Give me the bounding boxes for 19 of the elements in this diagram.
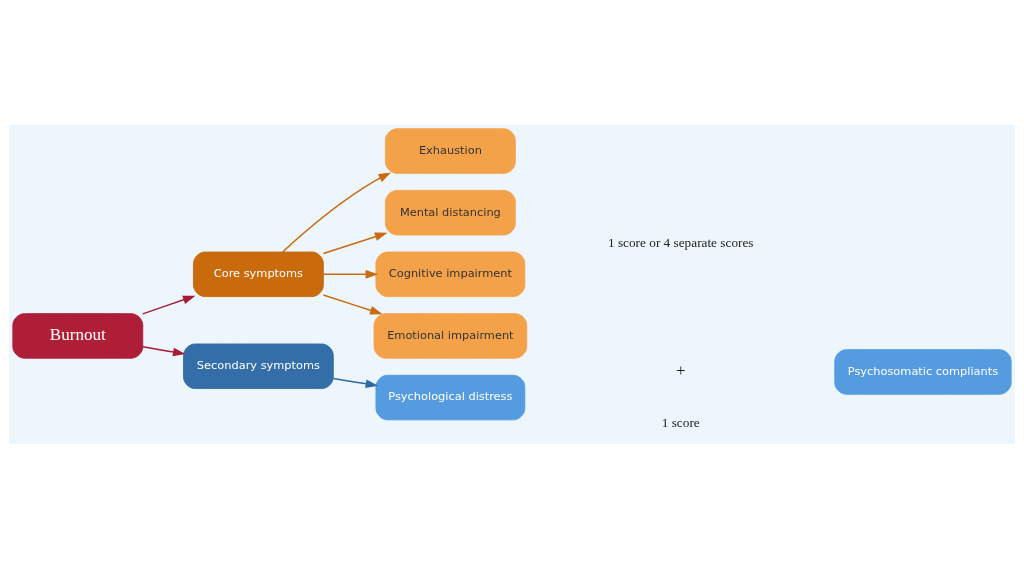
arrow xyxy=(142,346,186,357)
arrow xyxy=(322,294,383,315)
label: + xyxy=(675,361,686,381)
arrow xyxy=(322,232,388,255)
node-box: Burnout xyxy=(12,313,144,359)
label: 1 score or 4 separate scores xyxy=(607,235,754,251)
arrow xyxy=(322,269,379,279)
arrow xyxy=(282,172,392,253)
node-box: Secondary symptoms xyxy=(183,343,334,389)
arrow xyxy=(332,377,379,389)
node-box: Cognitive impairment xyxy=(375,251,526,298)
node-box: Mental distancing xyxy=(384,189,516,236)
arrow xyxy=(142,295,196,315)
label: 1 score xyxy=(661,414,700,430)
node-box: Core symptoms xyxy=(193,251,324,298)
node-box: Psychosomatic compliants xyxy=(834,349,1012,395)
node-box: Emotional impairment xyxy=(373,313,528,359)
node-box: Exhaustion xyxy=(384,128,516,174)
node-box: Psychological distress xyxy=(375,374,526,421)
